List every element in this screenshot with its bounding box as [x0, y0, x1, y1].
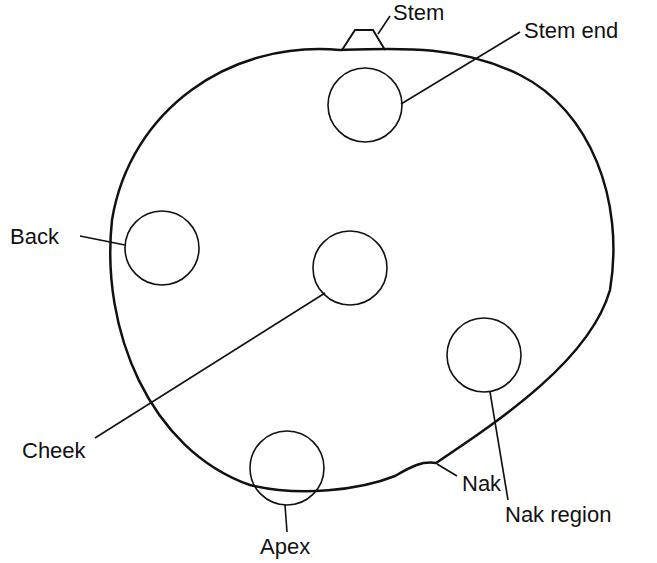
- part-label: Nak region: [505, 504, 611, 526]
- leader-line: [401, 32, 520, 104]
- leader-line: [80, 236, 125, 245]
- part-label: Nak: [462, 473, 501, 495]
- leader-line: [378, 16, 390, 34]
- part-label: Stem: [393, 2, 444, 24]
- leader-line: [285, 505, 287, 532]
- part-label: Back: [10, 226, 59, 248]
- sample-circle: [328, 68, 402, 142]
- part-label: Cheek: [22, 440, 86, 462]
- leader-line: [95, 293, 325, 438]
- part-label: Apex: [260, 536, 310, 558]
- part-label: Stem end: [524, 20, 618, 42]
- leader-line: [437, 464, 457, 476]
- sample-circle: [447, 318, 521, 392]
- fruit-outline: [110, 49, 613, 491]
- sample-circle: [250, 431, 324, 505]
- sample-circle: [125, 211, 199, 285]
